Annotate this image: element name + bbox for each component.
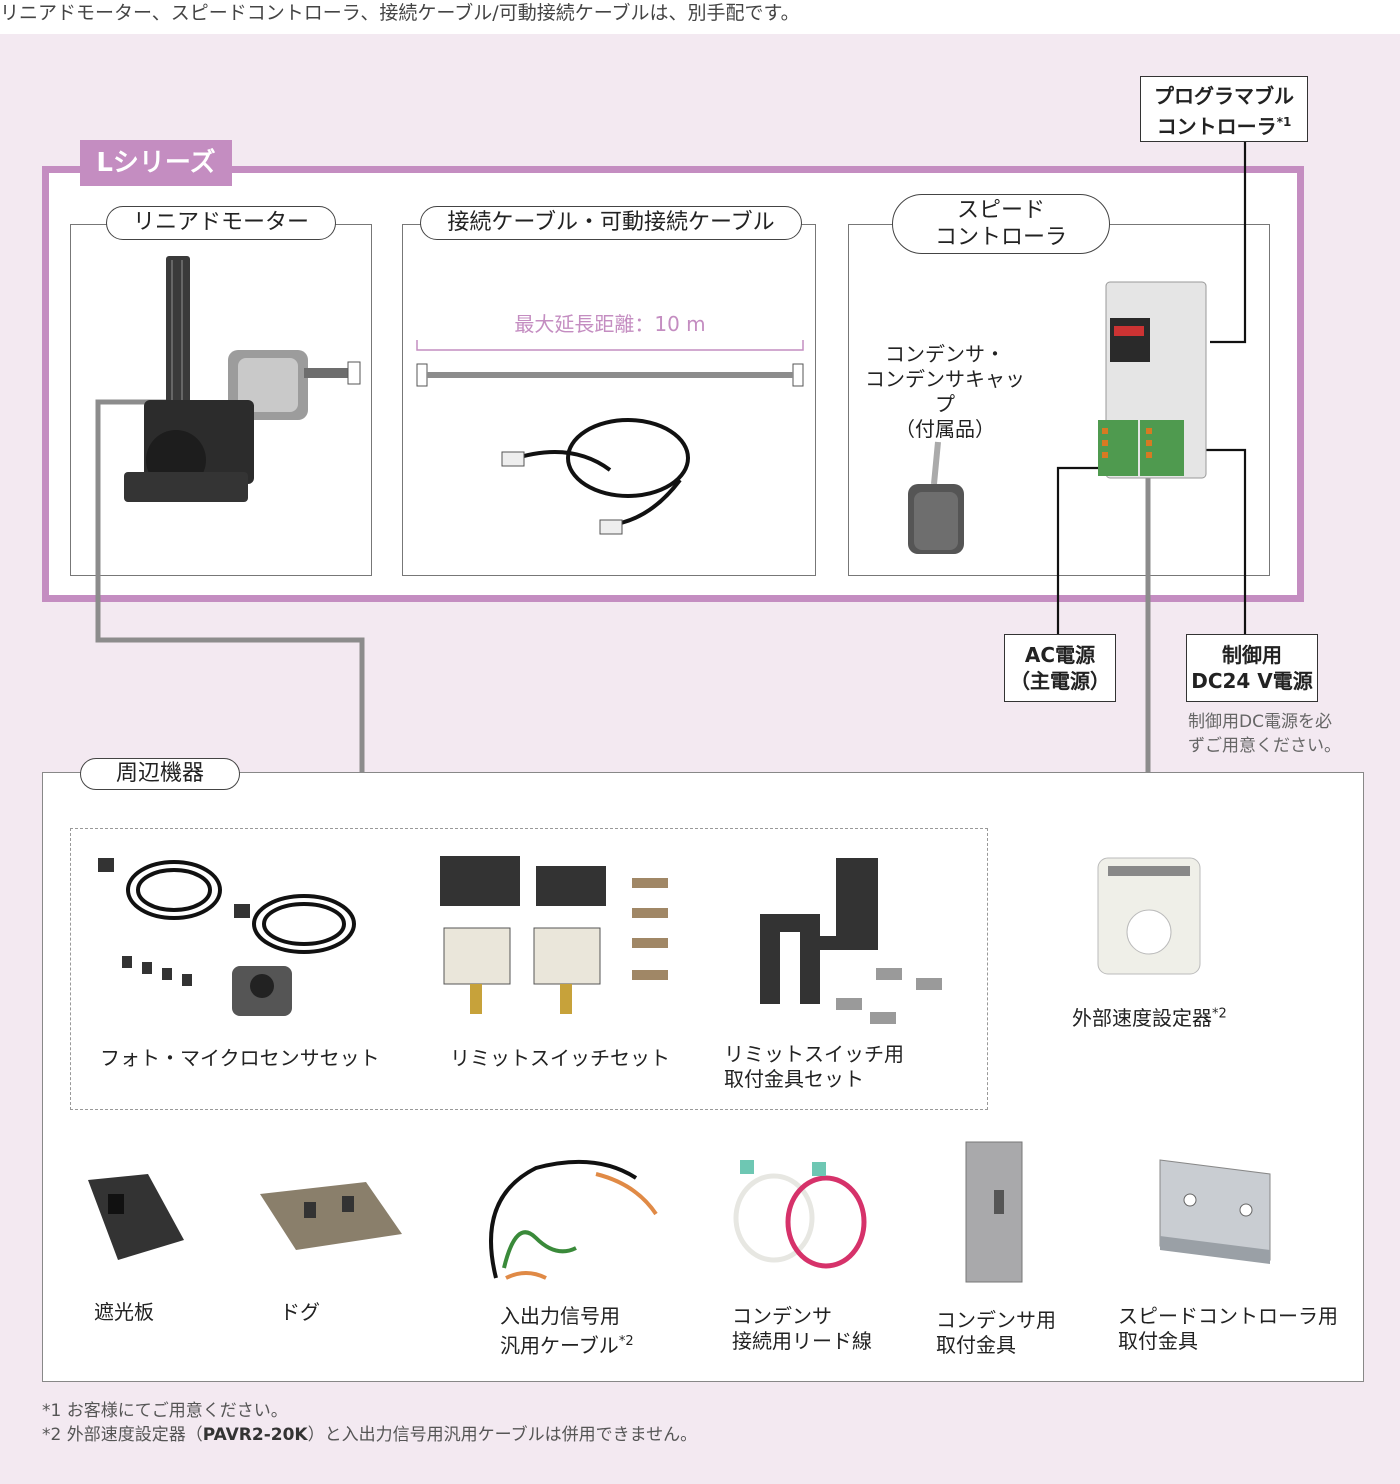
dog-label: ドグ <box>280 1300 320 1324</box>
dc-power-note: 制御用DC電源を必 ずご用意ください。 <box>1188 712 1341 756</box>
ac-power-box: AC電源 （主電源） <box>1004 634 1116 702</box>
speed-controller-bracket-label: スピードコントローラ用 取付金具 <box>1118 1304 1338 1353</box>
capacitor-lead-wire-label: コンデンサ 接続用リード線 <box>732 1304 872 1353</box>
io-signal-cable-image <box>489 1159 658 1280</box>
external-speed-setter-label: 外部速度設定器*2 <box>1072 1006 1227 1030</box>
footnote-2: *2 外部速度設定器（PAVR2-20K）と入出力信号用汎用ケーブルは併用できま… <box>42 1425 698 1445</box>
dc-power-box: 制御用 DC24 V電源 <box>1186 634 1318 702</box>
motor-title: リニアドモーター <box>106 206 336 240</box>
capacitor-label: コンデンサ・ コンデンサキャップ （付属品） <box>865 342 1025 441</box>
cable-title: 接続ケーブル・可動接続ケーブル <box>420 206 802 240</box>
top-note: リニアドモーター、スピードコントローラ、接続ケーブル/可動接続ケーブルは、別手配… <box>0 0 1400 34</box>
capacitor-image <box>908 441 964 554</box>
peripherals-title: 周辺機器 <box>80 758 240 790</box>
plc-line <box>1210 142 1247 344</box>
cable-image <box>416 340 804 535</box>
photo-sensor-set-label: フォト・マイクロセンサセット <box>100 1046 380 1070</box>
external-speed-setter-image <box>1097 857 1201 975</box>
speed-controller-bracket-image <box>1159 1159 1271 1264</box>
capacitor-lead-wire-image <box>733 1160 867 1269</box>
peripherals-dashed-group <box>70 828 988 1110</box>
linear-motor-image <box>124 256 361 502</box>
footnote-1: *1 お客様にてご用意ください。 <box>42 1401 288 1421</box>
capacitor-bracket-label: コンデンサ用 取付金具 <box>936 1308 1056 1357</box>
light-shield-plate-image <box>88 1174 184 1260</box>
l-series-tab: Lシリーズ <box>80 140 232 186</box>
capacitor-bracket-image <box>965 1141 1023 1283</box>
programmable-controller-box: プログラマブル コントローラ*1 <box>1140 76 1308 142</box>
limit-switch-bracket-label: リミットスイッチ用 取付金具セット <box>724 1042 904 1091</box>
speed-controller-image <box>1098 281 1207 479</box>
io-signal-cable-label: 入出力信号用 汎用ケーブル*2 <box>500 1304 634 1358</box>
limit-switch-set-image <box>440 856 668 1014</box>
limit-switch-bracket-image <box>760 858 942 1024</box>
cable-box <box>402 224 816 576</box>
dog-image <box>260 1182 402 1250</box>
limit-switch-set-label: リミットスイッチセット <box>450 1046 670 1070</box>
motor-to-peripheral-line <box>95 399 365 828</box>
cable-distance-label: 最大延長距離：10 m <box>514 312 706 336</box>
photo-sensor-set-image <box>98 858 356 1016</box>
light-shield-plate-label: 遮光板 <box>94 1300 154 1324</box>
ac-line <box>1056 466 1102 634</box>
speed-controller-title: スピード コントローラ <box>892 194 1110 254</box>
